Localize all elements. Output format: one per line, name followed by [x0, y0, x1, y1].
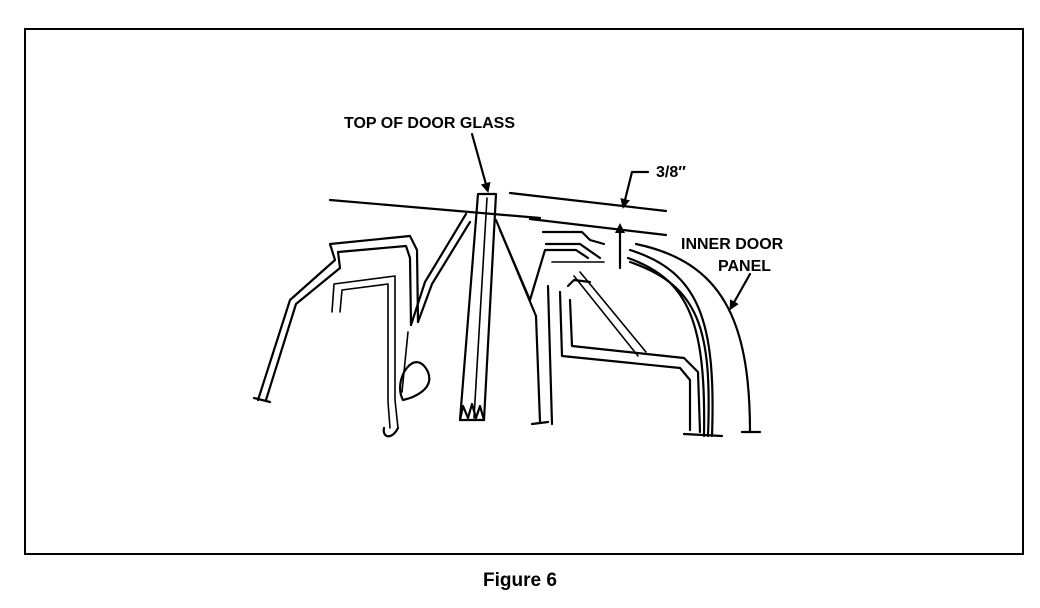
door-glass — [458, 192, 498, 422]
inner-belt-weatherstrip — [494, 218, 724, 438]
glass-callout-arrow — [470, 132, 491, 193]
outer-belt-molding — [252, 212, 472, 438]
figure-caption: Figure 6 — [483, 570, 557, 591]
panel-reference-line-upper — [508, 191, 668, 213]
inner-door-panel — [626, 242, 762, 438]
label-inner-door-panel-line2: PANEL — [718, 258, 771, 275]
figure-frame — [24, 28, 1024, 555]
glass-top-reference-line — [328, 198, 542, 220]
panel-reference-line-lower — [528, 217, 668, 237]
label-dimension: 3/8″ — [656, 164, 686, 181]
label-inner-door-panel-line1: INNER DOOR — [681, 236, 784, 253]
dimension-callout-arrow — [620, 170, 650, 209]
label-top-of-door-glass: TOP OF DOOR GLASS — [344, 115, 515, 132]
panel-callout-arrow — [729, 272, 752, 311]
